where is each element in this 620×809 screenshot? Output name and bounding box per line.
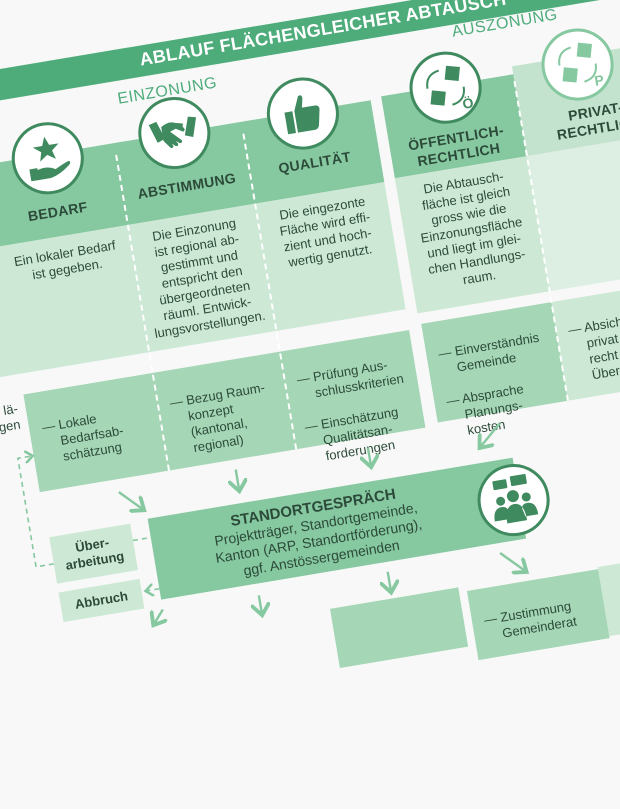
swap-public-icon: Ö bbox=[404, 46, 488, 130]
arrow-icon bbox=[118, 491, 144, 514]
icon-letter: P bbox=[593, 72, 605, 89]
dashed-abbruch-arrow bbox=[146, 589, 160, 591]
swap-private-icon: P bbox=[536, 23, 620, 107]
dashed-connector bbox=[132, 536, 151, 542]
arrow-icon bbox=[368, 447, 371, 467]
star-hand-icon bbox=[6, 116, 90, 200]
people-discussion-icon bbox=[472, 458, 556, 542]
arrow-icon bbox=[388, 571, 391, 593]
arrow-icon bbox=[499, 552, 526, 575]
handshake-icon bbox=[132, 91, 216, 175]
icon-letter: Ö bbox=[461, 94, 474, 112]
diagram-frame: ABLAUF FLÄCHENGLEICHER ABTAUSCH EINZONUN… bbox=[0, 0, 620, 669]
arrow-icon bbox=[476, 422, 501, 448]
arrow-icon bbox=[236, 469, 240, 492]
arrow-icon bbox=[259, 595, 262, 615]
thumbs-up-icon bbox=[261, 72, 345, 156]
dashed-feedback-arrow bbox=[16, 455, 54, 568]
arrow-icon bbox=[151, 608, 165, 625]
